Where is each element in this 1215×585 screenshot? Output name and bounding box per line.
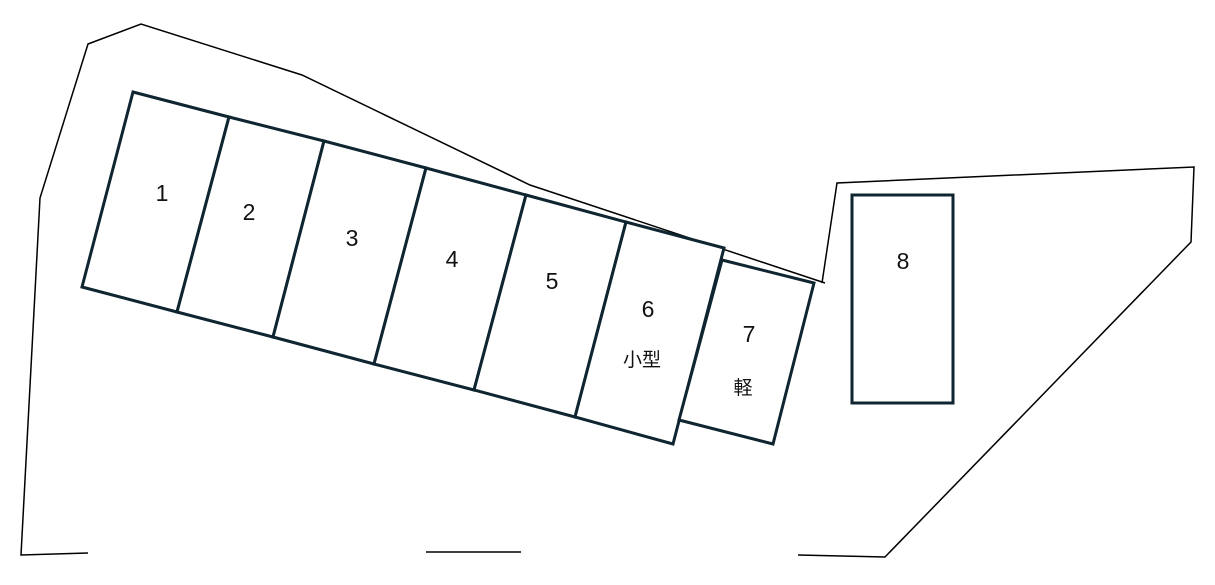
parking-space-7[interactable]: 7 軽 xyxy=(677,258,816,446)
parking-space-8[interactable]: 8 xyxy=(850,193,955,405)
parking-space-number: 8 xyxy=(897,248,910,274)
lot-boundary-west xyxy=(20,23,826,556)
parking-space-outline xyxy=(850,193,955,405)
parking-space-number: 5 xyxy=(546,268,559,294)
parking-space-outline xyxy=(677,258,816,446)
parking-space-number: 6 xyxy=(642,296,655,322)
parking-space-number: 3 xyxy=(346,225,359,251)
parking-space-number: 4 xyxy=(446,246,459,272)
parking-space-number: 2 xyxy=(243,199,256,225)
lot-boundary-east xyxy=(797,166,1195,558)
parking-space-note: 小型 xyxy=(623,349,661,371)
parking-space-note: 軽 xyxy=(733,377,752,399)
parking-space-number: 1 xyxy=(156,180,169,206)
parking-space-number: 7 xyxy=(743,321,756,347)
